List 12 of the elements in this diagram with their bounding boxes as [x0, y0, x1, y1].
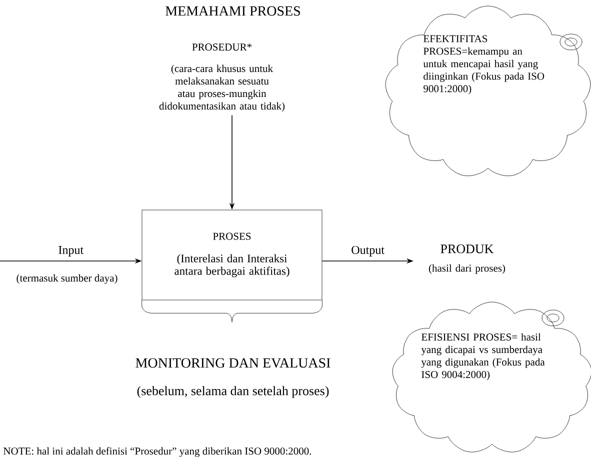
thought-cloud: EFISIENSI PROSES= hasil yang dicapai vs sumberdaya yang digunakan (Fokus pada ISO 9004:2000)	[392, 302, 591, 452]
thought-cloud: EFEKTIFITAS PROSES=kemampu an untuk mencapai hasil yang diinginkan (Fokus pada ISO 9001:2000)	[385, 6, 591, 176]
footnote: NOTE: hal ini adalah definisi “Prosedur” yang diberikan ISO 9000:2000.	[4, 447, 312, 457]
process-box: PROSES (Interelasi dan Interaksi antara berbagai aktifitas)	[142, 210, 322, 300]
title: MEMAHAMI PROSES	[166, 6, 300, 16]
heading: MONITORING DAN EVALUASI	[136, 358, 330, 368]
subtitle: (sebelum, selama dan setelah proses)	[137, 386, 329, 398]
edge-label: Input	[58, 246, 84, 256]
procedure-text: PROSEDUR* (cara-cara khusus untuk melaksanakan sesuatu atau proses-mungkin didokumentasikan atau tidak)	[159, 44, 285, 112]
note-text: (termasuk sumber daya)	[16, 274, 118, 284]
product-text: PRODUK (hasil dari proses)	[428, 244, 506, 274]
edge-label: Output	[352, 246, 384, 256]
